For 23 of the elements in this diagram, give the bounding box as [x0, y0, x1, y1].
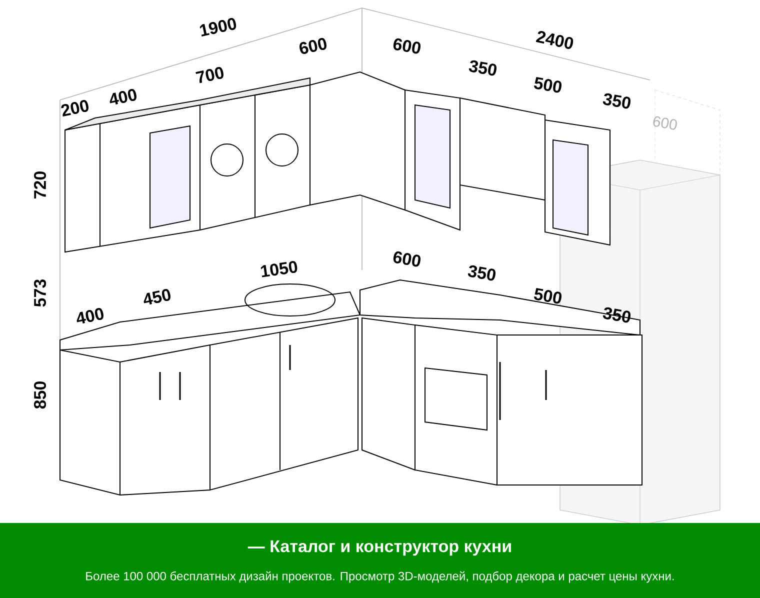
dimension-label: 500: [534, 77, 562, 93]
dimension-label: 573: [34, 279, 46, 307]
dimension-label: 400: [76, 308, 104, 324]
banner-text: Более 100 000 бесплатных дизайн проектов. Просмотр 3D-моделей, подбор декора и расчет цены кухни.: [86, 571, 674, 583]
banner-title: — Каталог и конструктор кухни: [248, 540, 511, 556]
dimension-label: 350: [602, 307, 630, 323]
dimension-label: 700: [196, 67, 224, 84]
dimension-label: 350: [468, 60, 496, 76]
dimension-label: 450: [144, 289, 170, 305]
dimension-label: 400: [110, 89, 136, 105]
dimension-label: 720: [34, 172, 46, 198]
dimension-label: 500: [534, 288, 562, 304]
dimension-label: 2400: [536, 31, 574, 49]
dimension-label: 1050: [260, 261, 298, 278]
dimension-label: 600: [393, 251, 420, 267]
dimension-label: 350: [602, 93, 630, 109]
dimension-label: 600: [393, 38, 420, 54]
dimension-label: 600: [653, 116, 677, 130]
dimension-label: 350: [468, 265, 496, 281]
dimension-label: 850: [34, 382, 46, 409]
dimension-label: 1900: [200, 18, 236, 36]
dimension-label: 600: [300, 38, 326, 54]
dimension-label: 200: [61, 100, 88, 117]
